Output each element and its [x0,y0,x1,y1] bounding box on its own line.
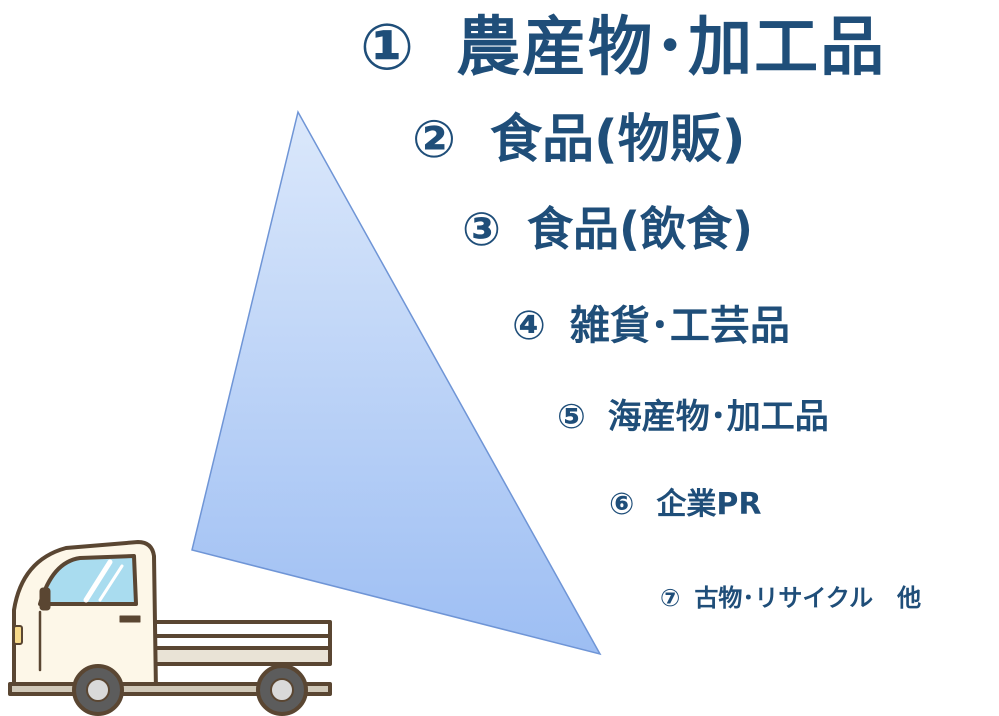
item-label: 海産物･加工品 [607,397,829,437]
category-item-5: ⑤ 海産物･加工品 [557,400,829,434]
triangle-shape [191,109,602,656]
item-number: ⑤ [557,397,586,437]
item-number: ③ [462,202,501,256]
item-label: 食品(飲食) [526,202,753,256]
item-label: 古物･リサイクル 他 [694,584,922,612]
item-label: 雑貨･工芸品 [569,303,790,349]
category-item-6: ⑥ 企業PR [609,490,762,520]
item-number: ⑦ [660,584,681,612]
item-number: ① [360,11,417,85]
category-item-7: ⑦ 古物･リサイクル 他 [660,586,921,610]
category-item-4: ④ 雑貨･工芸品 [512,306,790,346]
item-label: 農産物･加工品 [456,11,887,85]
item-label: 食品(物販) [490,110,746,170]
item-number: ④ [512,303,546,349]
item-label: 企業PR [656,487,762,522]
item-number: ⑥ [609,487,635,522]
item-number: ② [412,110,457,170]
kei-truck-icon [8,540,332,716]
